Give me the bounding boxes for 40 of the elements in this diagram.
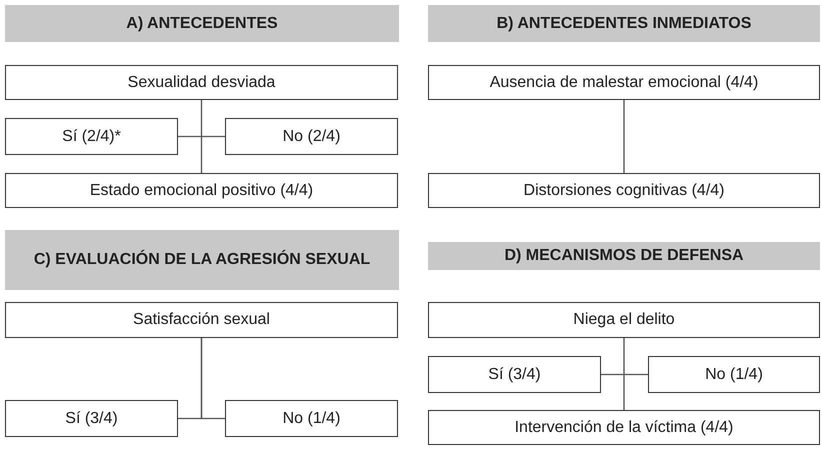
section-header	[428, 5, 820, 42]
category-box	[428, 173, 820, 208]
category-box	[5, 302, 398, 338]
connector-line	[601, 374, 648, 376]
box-label: Distorsiones cognitivas (4/4)	[524, 182, 724, 200]
category-box	[225, 118, 398, 155]
box-label: D) MECANISMOS DE DEFENSA	[504, 246, 744, 266]
box-label: Sí (3/4)	[65, 410, 118, 428]
box-label: Intervención de la víctima (4/4)	[514, 418, 734, 436]
category-box	[428, 410, 820, 445]
category-box	[5, 400, 178, 437]
box-label: Sí (3/4)	[488, 366, 541, 384]
connector-line	[200, 100, 202, 173]
box-label: Satisfacción sexual	[133, 311, 270, 329]
box-label: Sí (2/4)*	[62, 128, 121, 146]
category-box	[428, 356, 601, 393]
category-box	[428, 65, 820, 100]
box-label: C) EVALUACIÓN DE LA AGRESIÓN SEXUAL	[34, 250, 370, 270]
connector-line	[200, 338, 225, 420]
box-label: No (2/4)	[282, 128, 340, 146]
box-label: No (1/4)	[705, 366, 763, 384]
category-box	[5, 65, 398, 100]
section-header	[428, 242, 820, 270]
category-box	[648, 356, 820, 393]
box-label: Niega el delito	[573, 311, 675, 329]
connector-line	[178, 136, 225, 138]
category-box	[428, 302, 820, 338]
connector-line	[623, 100, 625, 173]
box-label: B) ANTECEDENTES INMEDIATOS	[496, 14, 752, 34]
box-label: Estado emocional positivo (4/4)	[90, 182, 314, 200]
category-box	[225, 400, 398, 437]
box-label: Ausencia de malestar emocional (4/4)	[490, 74, 758, 92]
category-box	[5, 173, 398, 208]
connector-line	[623, 338, 625, 410]
box-label: A) ANTECEDENTES	[126, 14, 278, 34]
section-header	[5, 230, 399, 290]
box-label: Sexualidad desviada	[128, 74, 276, 92]
section-header	[5, 5, 399, 42]
category-box	[5, 118, 178, 155]
box-label: No (1/4)	[282, 410, 340, 428]
